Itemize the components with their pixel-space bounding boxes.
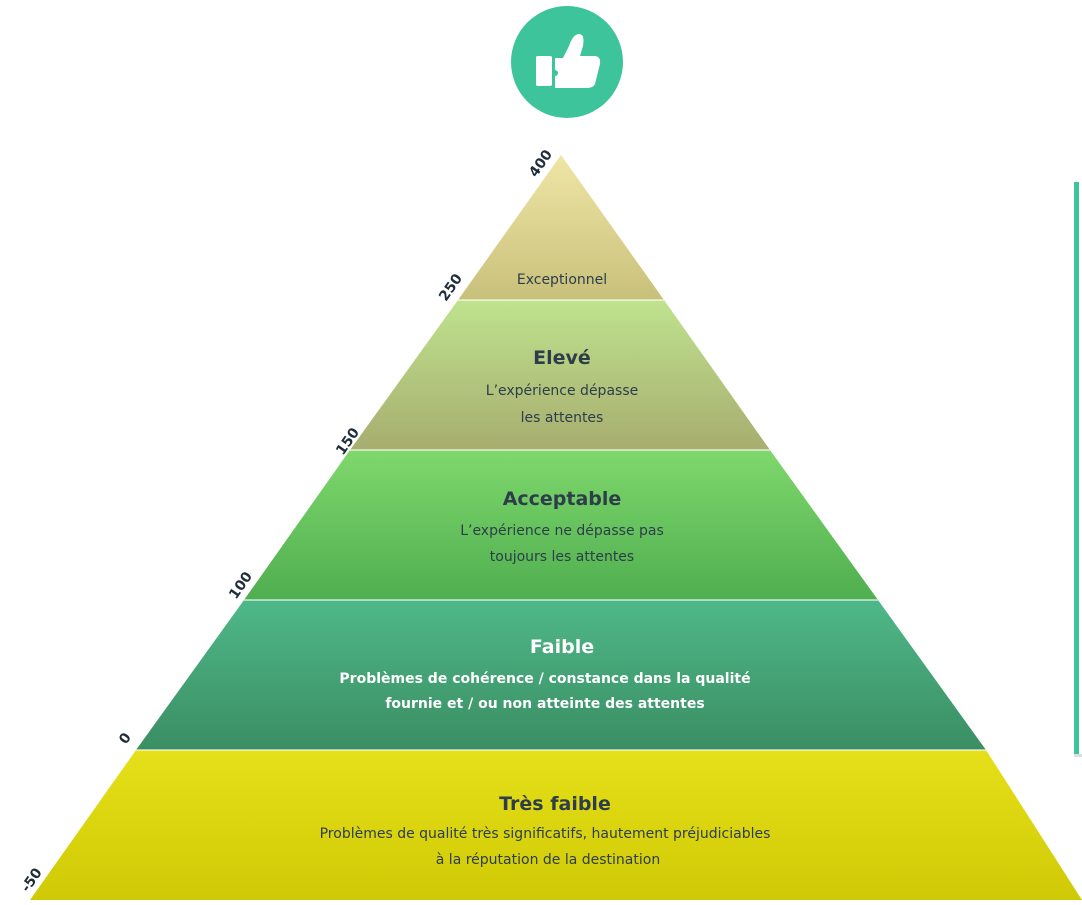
scale-label-0: 0 [116, 730, 135, 747]
level-desc-acceptable-line1: L’expérience ne dépasse pas [460, 523, 664, 539]
side-accent-bar [1074, 182, 1082, 757]
level-desc-eleve-line1: L’expérience dépasse [486, 383, 638, 399]
level-faible [136, 600, 986, 750]
level-title-acceptable: Acceptable [503, 488, 622, 510]
thumbs-up-icon [511, 6, 623, 118]
pyramid-layers [30, 155, 1082, 900]
level-title-exceptionnel: Exceptionnel [517, 272, 607, 288]
level-tres-faible [30, 750, 1082, 900]
level-desc-tres-faible-line1: Problèmes de qualité très significatifs,… [320, 826, 771, 842]
level-desc-tres-faible-line2: à la réputation de la destination [436, 852, 660, 868]
level-acceptable [244, 450, 878, 600]
level-desc-eleve-line2: les attentes [521, 410, 604, 426]
level-title-faible: Faible [530, 636, 594, 658]
level-texts: Exceptionnel Elevé L’expérience dépasse … [320, 272, 771, 868]
level-desc-acceptable-line2: toujours les attentes [490, 549, 634, 565]
level-eleve [350, 300, 770, 450]
level-title-tres-faible: Très faible [499, 793, 611, 815]
level-desc-faible-line2: fournie et / ou non atteinte des attente… [385, 696, 704, 712]
level-exceptionnel [458, 155, 664, 300]
level-desc-faible-line1: Problèmes de cohérence / constance dans … [339, 671, 750, 687]
level-title-eleve: Elevé [533, 347, 591, 369]
